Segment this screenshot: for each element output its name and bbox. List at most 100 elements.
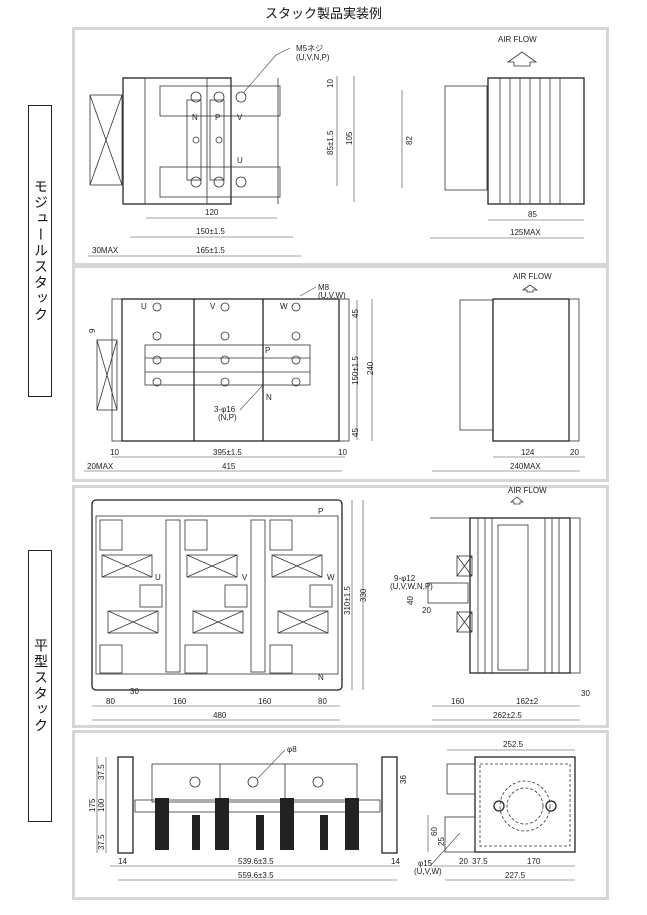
dim-165: 165±1.5 (196, 246, 225, 255)
airflow-label: AIR FLOW (508, 486, 547, 495)
terminal-label-w: W (327, 573, 335, 582)
dim-170: 170 (527, 857, 541, 866)
dim-100: 100 (97, 798, 106, 812)
note-m8: M8 (318, 283, 330, 292)
terminal-label-n: N (318, 673, 324, 682)
note-3-phi16-sub: (N,P) (218, 413, 237, 422)
terminal-label-p: P (215, 113, 220, 122)
panel4-front-view: φ8 37.5 100 175 37.5 36 539.6±3.5 559.6±… (88, 745, 408, 881)
dim-227-5: 227.5 (505, 871, 526, 880)
dim-37-5-top: 37.5 (97, 764, 106, 780)
dim-14-left: 14 (118, 857, 127, 866)
dim-10-left: 10 (110, 448, 119, 457)
note-m5-screw-sub: (U,V,N,P) (296, 53, 330, 62)
dim-9: 9 (88, 328, 97, 333)
dim-37-5: 37.5 (472, 857, 488, 866)
dim-160-b: 160 (258, 697, 272, 706)
dim-20: 20 (422, 606, 431, 615)
dim-105: 105 (345, 131, 354, 145)
dim-30max: 30MAX (92, 246, 119, 255)
dim-20: 20 (570, 448, 579, 457)
dim-37-5-bottom: 37.5 (97, 834, 106, 850)
panel2-front-view: U V W P N M8 (U,V,W) 3-φ16 (N,P) 45 150±… (84, 283, 375, 472)
section-label-text: モジュールスタック (32, 179, 48, 323)
dim-82: 82 (405, 136, 414, 145)
panel3-side-view: 160 162±2 262±2.5 30 40 20 9-φ12 (U,V,W,… (390, 486, 590, 721)
airflow-arrow-icon (509, 496, 525, 505)
terminal-label-u: U (237, 156, 243, 165)
note-9-phi12-sub: (U,V,W,N,P) (390, 582, 433, 591)
dim-310: 310±1.5 (343, 586, 352, 615)
airflow-label: AIR FLOW (513, 272, 552, 281)
dim-162: 162±2 (516, 697, 539, 706)
section-label-module-stack: モジュールスタック (28, 105, 52, 397)
terminal-label-u: U (155, 573, 161, 582)
section-label-text: 平型スタック (32, 638, 48, 734)
dim-20max: 20MAX (87, 462, 114, 471)
dim-30: 30 (130, 687, 139, 696)
dim-120: 120 (205, 208, 219, 217)
note-m8-sub: (U,V,W) (318, 291, 346, 300)
note-9-phi12: 9-φ12 (394, 574, 416, 583)
note-3-phi16: 3-φ16 (214, 405, 236, 414)
dim-395: 395±1.5 (213, 448, 242, 457)
dim-40: 40 (406, 596, 415, 605)
dim-60: 60 (430, 827, 439, 836)
panel1-side-view: 82 85 125MAX AIR FLOW (401, 35, 585, 239)
note-phi15: φ15 (418, 859, 433, 868)
airflow-arrow-icon (506, 51, 538, 67)
dim-80-left: 80 (106, 697, 115, 706)
dim-252-5: 252.5 (503, 740, 524, 749)
dim-160-a: 160 (173, 697, 187, 706)
note-m5-screw: M5ネジ (296, 44, 323, 53)
dim-240max: 240MAX (510, 462, 541, 471)
dim-240: 240 (366, 361, 375, 375)
terminal-label-n: N (266, 393, 272, 402)
note-phi15-sub: (U,V,W) (414, 867, 442, 876)
dim-10: 10 (326, 79, 335, 88)
section-label-flat-stack: 平型スタック (28, 550, 52, 822)
terminal-label-v: V (237, 113, 243, 122)
dim-175: 175 (88, 798, 97, 812)
dim-36: 36 (399, 775, 408, 784)
dim-160-side: 160 (451, 697, 465, 706)
airflow-label: AIR FLOW (498, 35, 537, 44)
panel4-side-view: 252.5 60 25 20 37.5 170 227.5 φ15 (U,V,W… (414, 740, 576, 881)
dim-45-top: 45 (351, 309, 360, 318)
terminal-label-p: P (265, 346, 270, 355)
terminal-label-p: P (318, 507, 323, 516)
dim-150: 150±1.5 (351, 356, 360, 385)
drawing-panel-flat-large (72, 485, 609, 728)
panel1-front-view: M5ネジ (U,V,N,P) N P V U 120 150±1.5 165±1… (88, 44, 355, 257)
drawing-panel-module-large (72, 265, 609, 482)
dim-25: 25 (437, 837, 446, 846)
dim-124: 124 (521, 448, 535, 457)
panel3-front-view: U V W P N 310±1.5 330 80 160 160 80 30 4… (91, 499, 368, 721)
dim-10-right: 10 (338, 448, 347, 457)
terminal-label-u: U (141, 302, 147, 311)
dim-330: 330 (359, 588, 368, 602)
dim-45-bottom: 45 (351, 428, 360, 437)
dim-14-right: 14 (391, 857, 400, 866)
terminal-label-w: W (280, 302, 288, 311)
terminal-label-n: N (192, 113, 198, 122)
dim-150: 150±1.5 (196, 227, 225, 236)
note-phi8: φ8 (287, 745, 297, 754)
terminal-label-v: V (210, 302, 216, 311)
dim-539-6: 539.6±3.5 (238, 857, 274, 866)
terminal-label-v: V (242, 573, 248, 582)
dim-125max: 125MAX (510, 228, 541, 237)
dim-559-6: 559.6±3.5 (238, 871, 274, 880)
dim-480: 480 (213, 711, 227, 720)
dim-80-right: 80 (318, 697, 327, 706)
dim-20: 20 (459, 857, 468, 866)
dim-85-side: 85 (528, 210, 537, 219)
dim-415: 415 (222, 462, 236, 471)
airflow-arrow-icon (521, 284, 539, 293)
dim-85: 85±1.5 (326, 130, 335, 155)
dim-262: 262±2.5 (493, 711, 522, 720)
page-title: スタック製品実装例 (264, 7, 382, 22)
dim-30-side: 30 (581, 689, 590, 698)
drawing-panel-module-small (72, 27, 609, 266)
